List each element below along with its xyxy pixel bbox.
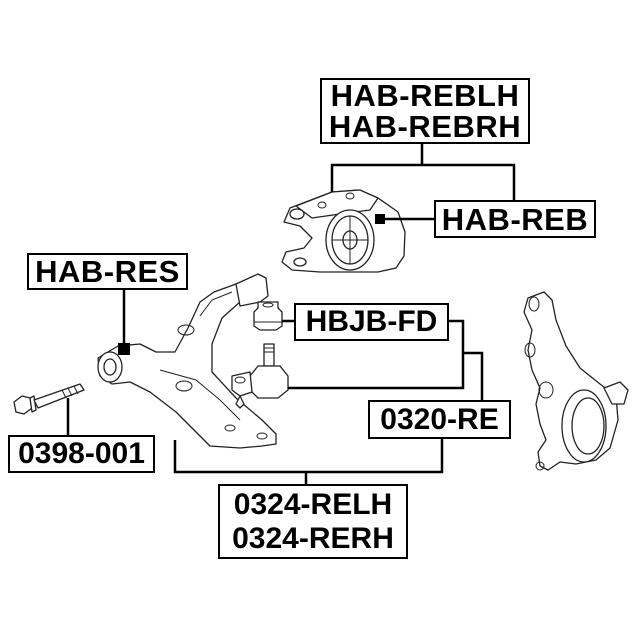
label-line: HAB-REB: [441, 201, 589, 237]
label-line: HBJB-FD: [305, 305, 438, 338]
callout-marker: [118, 343, 130, 355]
rear-bushing-bracket-drawing: [281, 189, 406, 273]
label-line: 0324-RELH: [233, 487, 393, 521]
label-line: 0320-RE: [380, 402, 499, 436]
label-line: 0398-001: [18, 437, 145, 470]
connector-lines: [66, 143, 516, 484]
label-hab-reblh-rebrh[interactable]: HAB-REBLH HAB-REBRH: [320, 78, 530, 144]
ball-joint-boot-drawing: [253, 301, 283, 331]
control-arm-drawing: [97, 273, 277, 449]
label-0398-001[interactable]: 0398-001: [8, 435, 155, 473]
bolt-drawing: [13, 383, 85, 415]
label-0320-re[interactable]: 0320-RE: [368, 400, 511, 439]
label-hbjb-fd[interactable]: HBJB-FD: [294, 303, 449, 341]
label-0324-relh-rerh[interactable]: 0324-RELH 0324-RERH: [218, 484, 408, 559]
label-line: HAB-RES: [35, 254, 180, 289]
callout-marker: [375, 214, 385, 224]
label-line: HAB-REBRH: [328, 109, 522, 144]
ball-joint-drawing: [231, 343, 289, 409]
label-line: HAB-REBLH: [330, 78, 520, 113]
label-hab-res[interactable]: HAB-RES: [27, 253, 188, 290]
steering-knuckle-drawing: [523, 291, 629, 471]
label-line: 0324-RERH: [232, 521, 394, 555]
label-hab-reb[interactable]: HAB-REB: [434, 200, 596, 238]
